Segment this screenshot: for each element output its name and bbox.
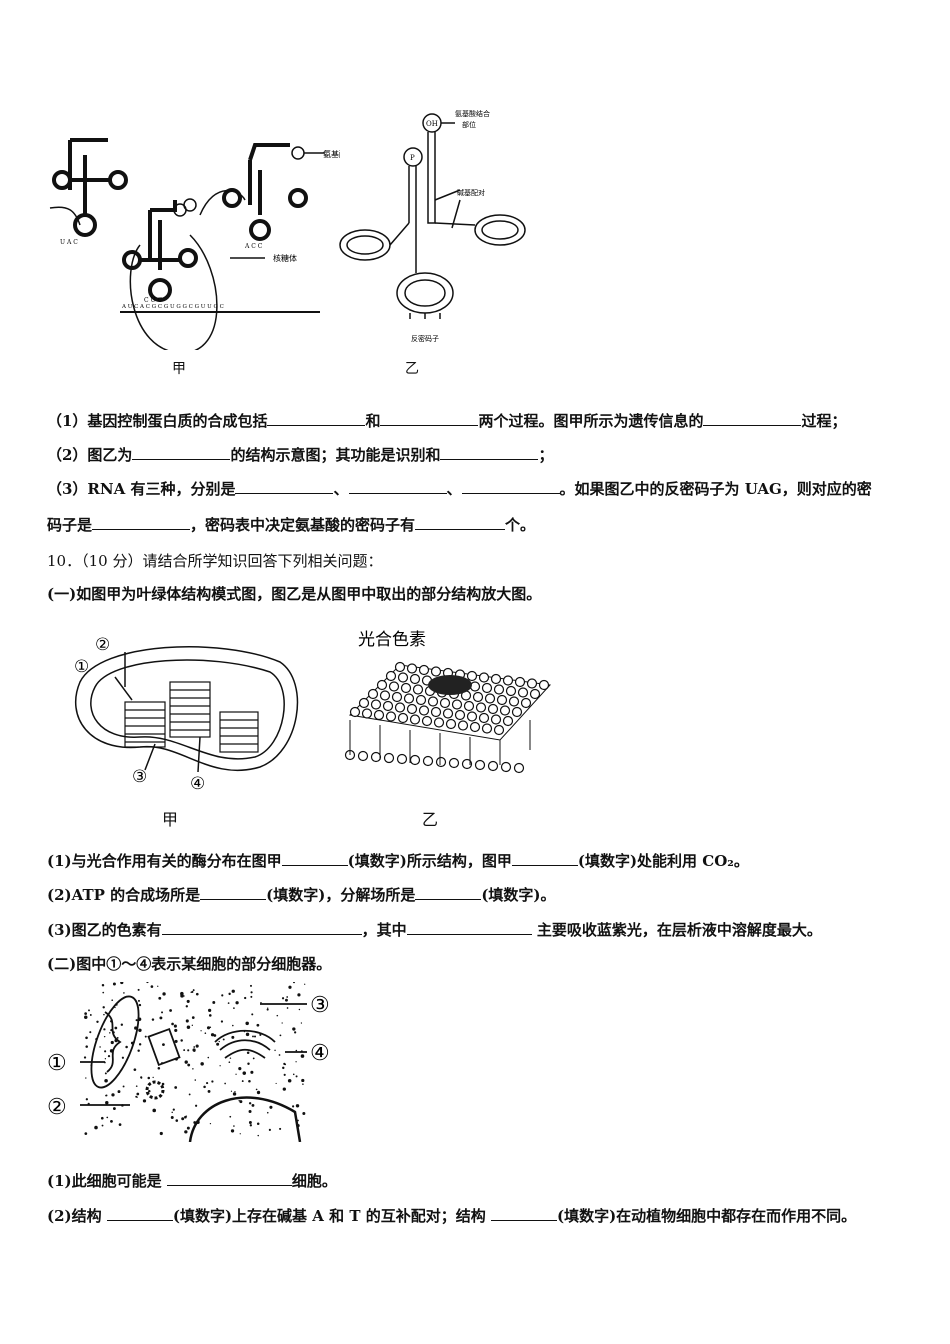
svg-text:光合色素: 光合色素 [358, 630, 426, 650]
svg-text:氨基酸结合: 氨基酸结合 [455, 109, 490, 118]
figure-caption-jia: 甲 [172, 361, 186, 377]
figure-caption-yi: 乙 [405, 361, 419, 377]
svg-text:②: ② [47, 1095, 67, 1120]
svg-text:碱基配对: 碱基配对 [457, 188, 485, 197]
cell-organelles-diagram: ① ② ③ ④ [47, 982, 330, 1142]
svg-text:①: ① [47, 1051, 67, 1076]
q10-part2-sub2: (2)结构 (填数字)上存在碱基 A 和 T 的互补配对；结构 (填数字)在动植… [47, 1207, 857, 1225]
q9-line-2: （2）图乙为的结构示意图；其功能是识别和； [47, 446, 554, 464]
svg-text:C U C: C U C [144, 297, 162, 304]
q10-part2: (二)图中①～④表示某细胞的部分细胞器。 [47, 955, 332, 973]
q10-header: 10．（10 分）请结合所学知识回答下列相关问题： [47, 552, 383, 570]
svg-text:OH: OH [426, 120, 438, 128]
trna-diagram: OH P 氨基酸结合 部位 碱基配对 反密码子 [339, 109, 526, 343]
q10-sub2: (2)ATP 的合成场所是(填数字)，分解场所是(填数字)。 [47, 886, 556, 904]
q10-part1: (一)如图甲为叶绿体结构模式图，图乙是从图甲中取出的部分结构放大图。 [47, 585, 542, 603]
q10-sub1: (1)与光合作用有关的酶分布在图甲(填数字)所示结构，图甲(填数字)处能利用 C… [47, 852, 749, 870]
q9-line-1: （1）基因控制蛋白质的合成包括和两个过程。图甲所示为遗传信息的过程； [47, 412, 847, 430]
svg-text:②: ② [95, 635, 110, 655]
mrna-sequence: A U C A C G C G U G G C G U U G C [121, 304, 224, 310]
svg-text:部位: 部位 [462, 120, 476, 129]
amino-acid-label: 氨基酸 [323, 149, 340, 159]
svg-text:③: ③ [310, 993, 330, 1018]
svg-text:U A C: U A C [60, 239, 78, 246]
svg-text:①: ① [74, 657, 89, 677]
svg-text:③: ③ [132, 767, 147, 787]
q9-line-3: （3）RNA 有三种，分别是、、。如果图乙中的反密码子为 UAG，则对应的密 [47, 480, 872, 498]
svg-text:P: P [410, 154, 415, 162]
q10-part2-sub1: (1)此细胞可能是 细胞。 [47, 1172, 337, 1190]
svg-text:反密码子: 反密码子 [411, 334, 439, 343]
svg-text:④: ④ [310, 1041, 330, 1066]
ribosome-label: 核糖体 [273, 253, 297, 263]
q9-line-4: 码子是，密码表中决定氨基酸的密码子有个。 [47, 516, 536, 534]
svg-text:④: ④ [190, 774, 205, 792]
chloroplast-diagram: ② ① ③ ④ [74, 635, 299, 792]
translation-diagram: U A C C U C A C C A U C A C G C G U G G … [49, 138, 340, 350]
q10-sub3: (3)图乙的色素有，其中 主要吸收蓝紫光，在层析液中溶解度最大。 [47, 921, 822, 939]
thylakoid-membrane-diagram: 光合色素 [344, 630, 552, 774]
svg-text:A C C: A C C [244, 243, 263, 250]
